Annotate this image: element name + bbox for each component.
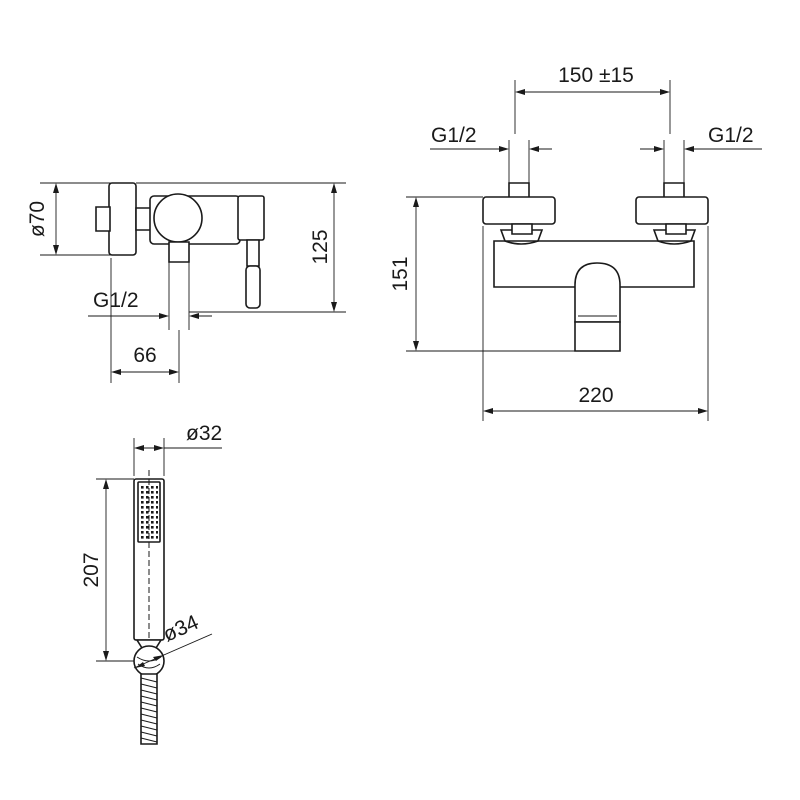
shower-spray-dots — [140, 485, 158, 540]
side-handle-cap — [238, 196, 264, 240]
side-dia-label: ø70 — [26, 201, 49, 237]
front-thread-left-label: G1/2 — [431, 124, 477, 147]
front-thread-right-label: G1/2 — [708, 124, 754, 147]
side-thread-label: G1/2 — [93, 289, 139, 312]
side-lever — [246, 266, 260, 308]
front-right-escutcheon — [636, 197, 708, 224]
front-left-connector — [512, 224, 532, 234]
shower-dia-top-label: ø32 — [186, 422, 222, 445]
side-flange — [109, 183, 136, 255]
front-spout-outlet — [575, 322, 620, 351]
side-height-label: 125 — [309, 229, 332, 264]
side-depth-label: 66 — [133, 344, 156, 367]
side-cartridge-circle — [154, 194, 202, 242]
shower-length-label: 207 — [80, 552, 103, 587]
side-inlet-stub — [96, 207, 110, 231]
front-width-label: 220 — [578, 384, 613, 407]
side-view: ø70 125 G1/2 66 — [26, 183, 346, 383]
front-spout-dome — [575, 263, 620, 322]
front-view: 150 ±15 G1/2 G1/2 151 220 — [389, 64, 762, 421]
side-lever-stem — [247, 240, 259, 266]
hand-shower: ø32 207 ø34 — [80, 422, 222, 744]
front-right-connector — [666, 224, 686, 234]
front-left-escutcheon — [483, 197, 555, 224]
side-outlet — [169, 242, 189, 262]
front-spacing-label: 150 ±15 — [558, 64, 634, 87]
front-height-label: 151 — [389, 256, 412, 291]
